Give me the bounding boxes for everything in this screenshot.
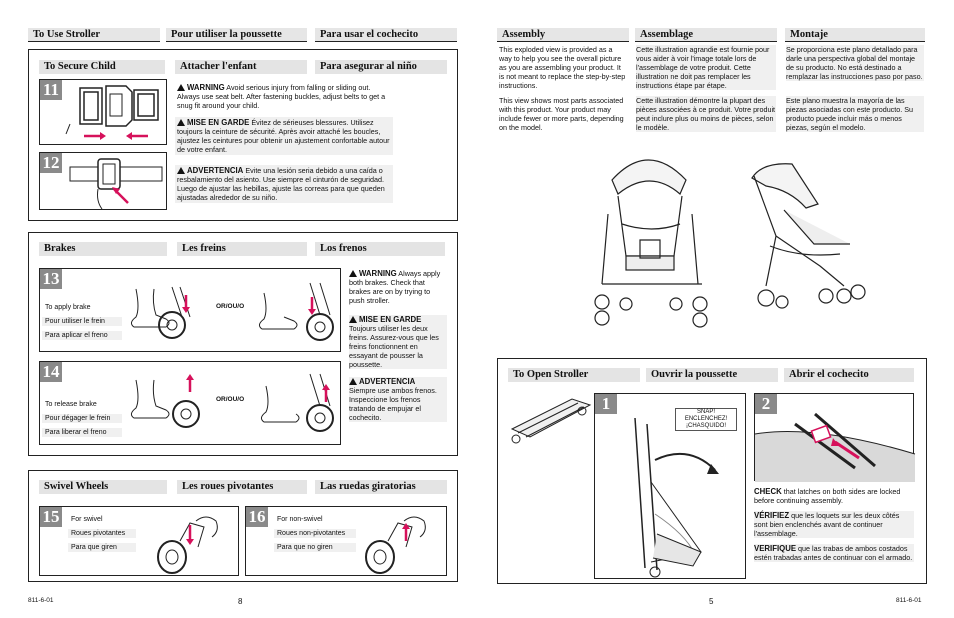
non-swivel-label-en: For non-swivel <box>277 516 323 523</box>
step-number: 2 <box>755 394 777 414</box>
snap-callout: SNAP!ENCLENCHEZ!¡CHASQUIDO! <box>675 408 737 431</box>
check-text-en: CHECK that latches on both sides are loc… <box>754 487 901 505</box>
assembly-header-es: Montaje <box>785 28 925 42</box>
brakes-section: Brakes Les freins Los frenos 13 To apply… <box>28 232 458 456</box>
brakes-warning-en: WARNING Always apply both brakes. Check … <box>349 269 441 305</box>
non-swivel-wheel-illustration <box>365 516 426 574</box>
open-header-fr: Ouvrir la poussette <box>646 368 778 382</box>
step-15-panel: 15 For swivel Roues pivotantes Para que … <box>39 506 239 576</box>
assembly-text-es-1: Se proporciona este plano detallado para… <box>786 45 924 81</box>
swivel-header-es: Las ruedas giratorias <box>315 480 447 494</box>
footer-code-left: 811-6-01 <box>28 597 54 604</box>
footer-code-right: 811-6-01 <box>896 597 922 604</box>
warning-icon <box>349 378 357 385</box>
step-14-panel: 14 To release brake Pour dégager le frei… <box>39 361 341 445</box>
step-number: 13 <box>40 269 62 289</box>
step-number: 12 <box>40 153 62 173</box>
apply-label-es: Para aplicar el freno <box>42 331 122 340</box>
folded-stroller-illustration <box>510 398 592 444</box>
warning-icon <box>177 119 185 126</box>
assembly-text-en-1: This exploded view is provided as a way … <box>499 45 626 90</box>
unfold-stroller-illustration <box>634 417 719 578</box>
release-label-en: To release brake <box>45 401 97 408</box>
use-header-fr: Pour utiliser la poussette <box>166 28 307 42</box>
secure-header-en: To Secure Child <box>39 60 165 74</box>
open-step-2-panel: 2 <box>754 393 916 482</box>
open-header-en: To Open Stroller <box>508 368 640 382</box>
brakes-header-fr: Les freins <box>177 242 307 256</box>
step-11-panel: 11 <box>39 79 167 145</box>
swivel-label-fr: Roues pivotantes <box>68 529 136 538</box>
check-text-fr: VÉRIFIEZ que les loquets sur les deux cô… <box>754 511 914 538</box>
or-label: OR/OU/O <box>216 396 245 403</box>
or-label: OR/OU/O <box>216 303 245 310</box>
release-label-fr: Pour dégager le frein <box>42 414 122 423</box>
warning-icon <box>177 167 185 174</box>
non-swivel-label-fr: Roues non-pivotantes <box>274 529 356 538</box>
step-13-panel: 13 To apply brake Pour utiliser le frein… <box>39 268 341 352</box>
use-header-en: To Use Stroller <box>28 28 160 42</box>
page-number-right: 5 <box>709 597 714 606</box>
non-swivel-label-es: Para que no giren <box>274 543 356 552</box>
secure-header-es: Para asegurar al niño <box>315 60 447 74</box>
warning-icon <box>177 84 185 91</box>
secure-warning-fr: MISE EN GARDE Évitez de sérieuses blessu… <box>175 117 393 155</box>
stroller-front-view <box>594 159 708 328</box>
assembly-header-fr: Assemblage <box>635 28 777 42</box>
use-header-es: Para usar el cochecito <box>315 28 457 42</box>
page-number-left: 8 <box>238 597 243 606</box>
secure-header-fr: Attacher l'enfant <box>175 60 307 74</box>
brakes-header-es: Los frenos <box>315 242 445 256</box>
step-number: 11 <box>40 80 62 100</box>
assembly-text-es-2: Este plano muestra la mayoría de las pie… <box>786 96 924 132</box>
open-stroller-section: To Open Stroller Ouvrir la poussette Abr… <box>497 358 927 584</box>
swivel-header-fr: Les roues pivotantes <box>177 480 307 494</box>
open-step-1-panel: 1 SNAP!ENCLENCHEZ!¡CHASQUIDO! <box>594 393 746 579</box>
release-label-es: Para liberar el freno <box>42 428 122 437</box>
step-number: 16 <box>246 507 268 527</box>
warning-icon <box>349 270 357 277</box>
step-number: 14 <box>40 362 62 382</box>
secure-child-section: To Secure Child Attacher l'enfant Para a… <box>28 49 458 221</box>
assembly-text-fr-1: Cette illustration agrandie est fournie … <box>636 45 776 90</box>
secure-warning-es: ADVERTENCIA Evite una lesión seria debid… <box>175 165 393 203</box>
swivel-wheels-section: Swivel Wheels Les roues pivotantes Las r… <box>28 470 458 582</box>
apply-label-en: To apply brake <box>45 304 91 311</box>
assembly-text-en-2: This view shows most parts associated wi… <box>499 96 624 132</box>
assembly-text-fr-2: Cette illustration démontre la plupart d… <box>636 96 776 132</box>
assembly-header-en: Assembly <box>497 28 629 42</box>
open-header-es: Abrir el cochecito <box>784 368 914 382</box>
step-number: 15 <box>40 507 62 527</box>
check-text-es: VERIFIQUE que las trabas de ambos costad… <box>754 544 914 562</box>
belt-tighten-illustration <box>69 158 163 210</box>
swivel-header-en: Swivel Wheels <box>39 480 167 494</box>
apply-label-fr: Pour utiliser le frein <box>42 317 122 326</box>
stroller-side-view <box>751 163 866 309</box>
apply-brake-illustration <box>130 282 334 341</box>
buckle-illustration <box>65 85 159 140</box>
warning-icon <box>349 316 357 323</box>
release-brake-illustration <box>130 373 334 432</box>
swivel-wheel-illustration <box>157 516 218 574</box>
secure-warning-en: WARNING Avoid serious injury from fallin… <box>177 83 386 110</box>
swivel-label-es: Para que giren <box>68 543 136 552</box>
step-12-panel: 12 <box>39 152 167 210</box>
brakes-header-en: Brakes <box>39 242 167 256</box>
swivel-label-en: For swivel <box>71 516 103 523</box>
latch-check-illustration <box>754 412 916 482</box>
step-number: 1 <box>595 394 617 414</box>
step-16-panel: 16 For non-swivel Roues non-pivotantes P… <box>245 506 447 576</box>
